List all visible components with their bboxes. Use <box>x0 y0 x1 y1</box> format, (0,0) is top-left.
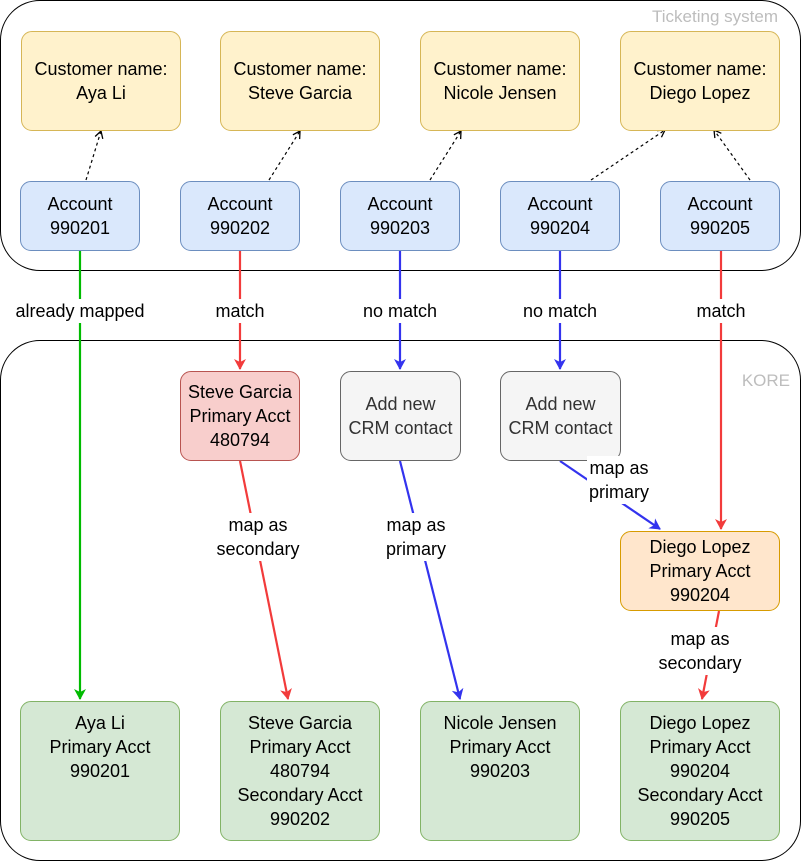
account-number: 990204 <box>529 218 591 238</box>
crm-acct-number: 480794 <box>209 430 271 450</box>
edge-account2-customer2 <box>268 129 301 181</box>
add-new-label: Add new <box>525 394 596 414</box>
result-secondary-number: 990205 <box>669 809 731 829</box>
edge-label-nicole-map-primary: map as primary <box>383 513 449 561</box>
customer-box-aya-li: Customer name: Aya Li <box>21 31 181 131</box>
crm-name: Diego Lopez <box>649 537 751 557</box>
customer-name: Steve Garcia <box>247 83 353 103</box>
crm-name: Steve Garcia <box>187 382 293 402</box>
result-secondary-label: Secondary Acct <box>237 785 363 805</box>
result-primary-label: Primary Acct <box>49 737 151 757</box>
edge-label-already-mapped: already mapped <box>13 299 147 323</box>
result-primary-number: 990201 <box>69 761 131 781</box>
ticketing-system-label: Ticketing system <box>652 7 778 26</box>
edge-account1-customer1 <box>85 129 104 181</box>
edge-steve-crm-result2 <box>238 460 292 700</box>
result-primary-number: 990204 <box>669 761 731 781</box>
add-new-crm-contact-box-1: Add new CRM contact <box>340 371 461 461</box>
result-primary-label: Primary Acct <box>649 737 751 757</box>
account-label: Account <box>207 194 273 214</box>
account-box-990203: Account 990203 <box>340 181 460 251</box>
crm-acct-number: 990204 <box>669 585 731 605</box>
map-label-line2: secondary <box>658 653 742 673</box>
customer-name: Aya Li <box>76 83 126 103</box>
customer-box-diego-lopez: Customer name: Diego Lopez <box>620 31 780 131</box>
crm-box-steve-garcia: Steve Garcia Primary Acct 480794 <box>180 371 300 461</box>
map-label-line1: map as <box>589 458 649 478</box>
account-box-990201: Account 990201 <box>20 181 140 251</box>
result-secondary-number: 990202 <box>269 809 331 829</box>
crm-acct-label: Primary Acct <box>189 406 291 426</box>
edge-label-match-1: match <box>213 299 267 323</box>
map-label-line1: map as <box>386 515 446 535</box>
customer-name: Diego Lopez <box>649 83 751 103</box>
result-box-diego-lopez: Diego Lopez Primary Acct 990204 Secondar… <box>620 701 780 841</box>
customer-name: Nicole Jensen <box>443 83 557 103</box>
result-box-steve-garcia: Steve Garcia Primary Acct 480794 Seconda… <box>220 701 380 841</box>
add-new-label: Add new <box>365 394 436 414</box>
map-label-line1: map as <box>228 515 288 535</box>
kore-label: KORE <box>741 371 790 390</box>
account-label: Account <box>47 194 113 214</box>
account-label: Account <box>687 194 753 214</box>
edge-account5-customer4 <box>713 128 751 181</box>
result-box-nicole-jensen: Nicole Jensen Primary Acct 990203 <box>420 701 580 841</box>
map-label-line2: secondary <box>216 539 300 559</box>
customer-box-nicole-jensen: Customer name: Nicole Jensen <box>420 31 580 131</box>
customer-box-steve-garcia: Customer name: Steve Garcia <box>220 31 380 131</box>
account-number: 990205 <box>689 218 751 238</box>
edge-label-no-match-2: no match <box>520 299 600 323</box>
edge-label-steve-map-secondary: map as secondary <box>214 513 302 561</box>
add-new-crm-contact-box-2: Add new CRM contact <box>500 371 621 461</box>
result-primary-label: Primary Acct <box>449 737 551 757</box>
edge-label-diego-map-secondary: map as secondary <box>656 627 744 675</box>
result-secondary-label: Secondary Acct <box>637 785 763 805</box>
crm-contact-label: CRM contact <box>348 418 453 438</box>
customer-label: Customer name: <box>433 59 567 79</box>
edge-label-no-match-1: no match <box>360 299 440 323</box>
result-name: Aya Li <box>75 713 125 733</box>
edge-new-contact-result3 <box>398 460 464 700</box>
map-label-line2: primary <box>588 482 650 502</box>
customer-label: Customer name: <box>233 59 367 79</box>
result-primary-number: 480794 <box>269 761 331 781</box>
map-label-line1: map as <box>670 629 730 649</box>
edge-account3-customer3 <box>429 129 462 181</box>
account-label: Account <box>367 194 433 214</box>
result-box-aya-li: Aya Li Primary Acct 990201 <box>20 701 180 841</box>
crm-contact-label: CRM contact <box>508 418 613 438</box>
customer-label: Customer name: <box>34 59 168 79</box>
crm-box-diego-lopez: Diego Lopez Primary Acct 990204 <box>620 531 780 611</box>
result-name: Nicole Jensen <box>443 713 557 733</box>
edge-label-match-2: match <box>694 299 748 323</box>
account-box-990202: Account 990202 <box>180 181 300 251</box>
result-primary-label: Primary Acct <box>249 737 351 757</box>
account-box-990205: Account 990205 <box>660 181 780 251</box>
result-name: Diego Lopez <box>649 713 751 733</box>
account-label: Account <box>527 194 593 214</box>
result-name: Steve Garcia <box>247 713 353 733</box>
account-number: 990201 <box>49 218 111 238</box>
account-number: 990203 <box>369 218 431 238</box>
map-label-line2: primary <box>385 539 447 559</box>
edge-label-diego-map-primary: map as primary <box>586 456 652 504</box>
edge-account4-customer4 <box>590 129 667 181</box>
customer-label: Customer name: <box>633 59 767 79</box>
crm-acct-label: Primary Acct <box>649 561 751 581</box>
account-box-990204: Account 990204 <box>500 181 620 251</box>
account-number: 990202 <box>209 218 271 238</box>
result-primary-number: 990203 <box>469 761 531 781</box>
